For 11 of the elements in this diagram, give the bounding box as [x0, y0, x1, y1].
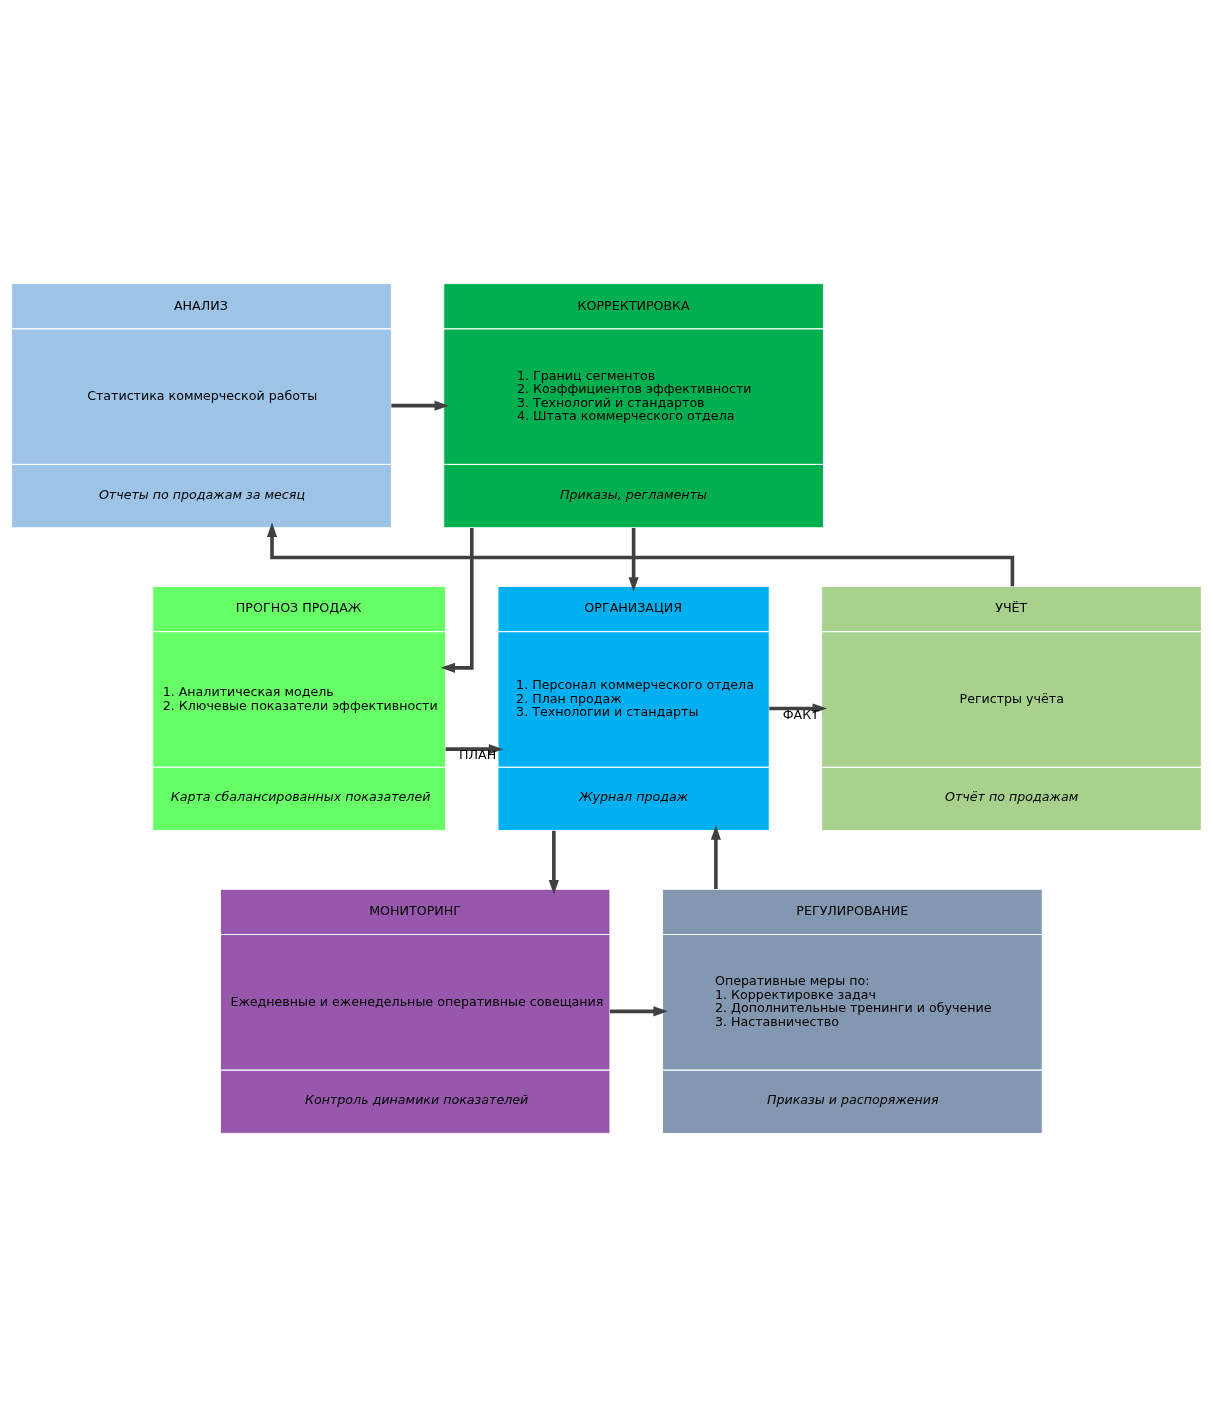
arrow	[440, 527, 474, 673]
arrow	[391, 400, 450, 411]
arrow	[769, 702, 828, 714]
arrow	[628, 527, 639, 592]
arrow	[609, 1005, 668, 1016]
arrow	[266, 521, 1015, 586]
arrow	[710, 824, 721, 889]
edge-label: ПЛАН	[459, 746, 497, 762]
arrow	[548, 830, 559, 895]
edge-label: ФАКТ	[782, 706, 819, 722]
arrow	[445, 743, 504, 754]
